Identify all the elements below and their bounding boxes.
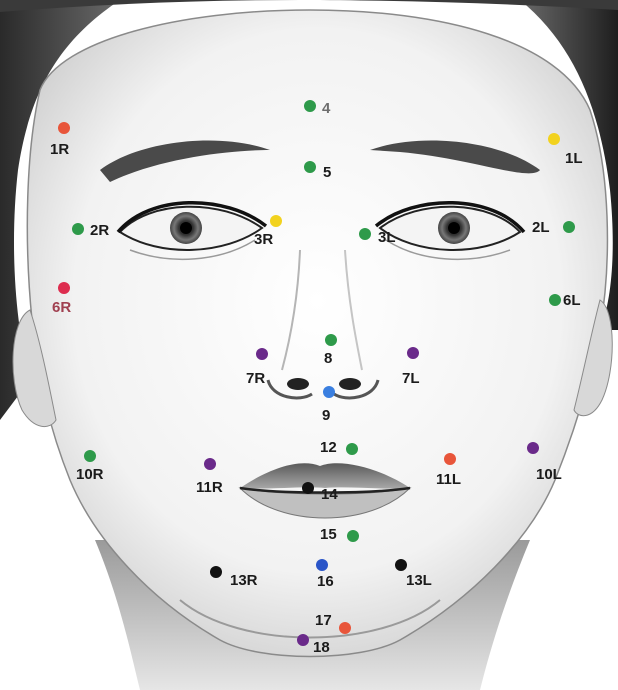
landmark-dot-13l	[395, 559, 407, 571]
landmark-dot-6r	[58, 282, 70, 294]
landmark-label-3r: 3R	[254, 231, 273, 248]
landmark-label-2r: 2R	[90, 222, 109, 239]
landmark-dot-1l	[548, 133, 560, 145]
landmark-dot-18	[297, 634, 309, 646]
landmark-label-18: 18	[313, 639, 330, 656]
landmark-label-7r: 7R	[246, 370, 265, 387]
landmark-label-16: 16	[317, 573, 334, 590]
landmark-label-11r: 11R	[196, 479, 223, 496]
landmark-label-5: 5	[323, 164, 331, 181]
landmark-dot-9	[323, 386, 335, 398]
landmark-dot-6l	[549, 294, 561, 306]
landmark-dot-7l	[407, 347, 419, 359]
landmark-label-14: 14	[321, 486, 338, 503]
landmark-dot-7r	[256, 348, 268, 360]
landmark-dot-15	[347, 530, 359, 542]
landmark-label-9: 9	[322, 407, 330, 424]
landmark-dot-8	[325, 334, 337, 346]
landmark-dot-2l	[563, 221, 575, 233]
landmark-dot-13r	[210, 566, 222, 578]
landmark-dot-4	[304, 100, 316, 112]
landmark-label-13l: 13L	[406, 572, 432, 589]
landmark-dot-2r	[72, 223, 84, 235]
landmark-label-1l: 1L	[565, 150, 583, 167]
landmark-dot-3r	[270, 215, 282, 227]
landmark-dot-1r	[58, 122, 70, 134]
landmark-label-8: 8	[324, 350, 332, 367]
landmark-label-15: 15	[320, 526, 337, 543]
landmark-label-7l: 7L	[402, 370, 420, 387]
landmark-label-12: 12	[320, 439, 337, 456]
landmark-dot-11r	[204, 458, 216, 470]
landmark-dot-17	[339, 622, 351, 634]
landmark-dot-10l	[527, 442, 539, 454]
landmark-dot-11l	[444, 453, 456, 465]
landmark-dot-16	[316, 559, 328, 571]
landmark-label-13r: 13R	[230, 572, 258, 589]
landmark-label-1r: 1R	[50, 141, 69, 158]
landmark-label-10l: 10L	[536, 466, 562, 483]
landmark-label-6l: 6L	[563, 292, 581, 309]
landmark-label-11l: 11L	[436, 471, 461, 488]
landmark-dot-12	[346, 443, 358, 455]
landmark-label-2l: 2L	[532, 219, 550, 236]
landmark-label-3l: 3L	[378, 229, 396, 246]
landmark-label-10r: 10R	[76, 466, 104, 483]
landmark-dot-5	[304, 161, 316, 173]
landmark-label-17: 17	[315, 612, 332, 629]
landmark-label-4: 4	[322, 100, 331, 117]
landmark-dot-10r	[84, 450, 96, 462]
landmark-label-6r: 6R	[52, 299, 71, 316]
landmark-dot-3l	[359, 228, 371, 240]
landmark-dot-14	[302, 482, 314, 494]
